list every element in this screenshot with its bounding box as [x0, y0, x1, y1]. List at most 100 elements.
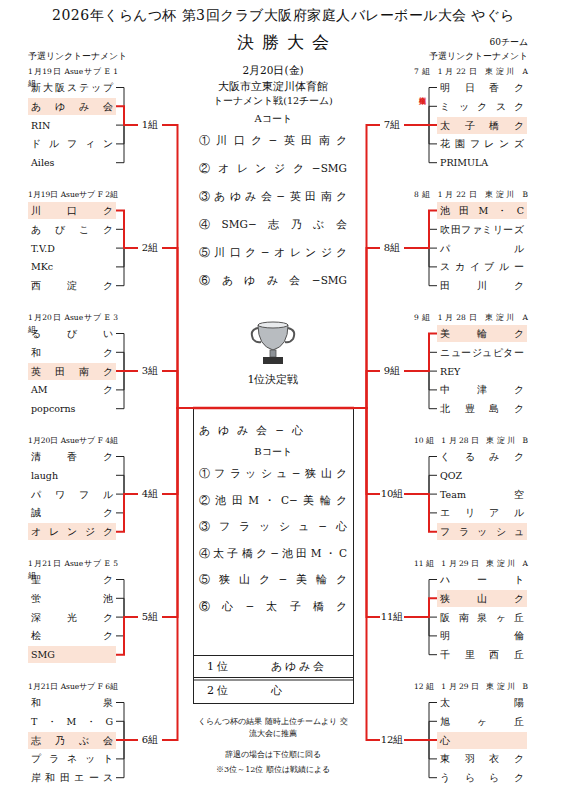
bracket-line: [404, 580, 437, 618]
rule-line: [193, 677, 354, 678]
team-cell: 桧ク: [28, 627, 116, 644]
team-cell: QOZ: [437, 467, 527, 484]
bracket-line: [116, 740, 138, 778]
group-block: 1月19日 Asueサブ E 1組新大阪ステップあゆみ会RINドルフィンAile…: [28, 66, 118, 176]
team-cell: T・M・G: [28, 713, 116, 730]
group-block: 1月21日 Asueサブ E 5組聖ク蛍池深光ク桧クSMG: [28, 558, 118, 668]
team-name: 聖ク: [28, 571, 116, 588]
bracket-line: [404, 475, 437, 494]
team-cell: REY: [437, 363, 527, 380]
team-name: スカイブルー: [437, 258, 527, 275]
group-number: 10組: [380, 487, 404, 501]
bracket-line: [116, 211, 138, 249]
team-name: 花園フレンズ: [437, 135, 527, 152]
team-cell: 心: [437, 732, 527, 749]
bracket-line: [116, 125, 138, 163]
match-text: ②オレンジク−SMG: [193, 154, 353, 182]
team-cell: フラッシュ: [437, 523, 527, 540]
team-name: AMク: [28, 381, 116, 398]
group-label: 6組: [138, 733, 162, 747]
group-label: 3組: [138, 364, 162, 378]
bracket-line: [162, 408, 193, 494]
team-cell: 池田M・C: [437, 202, 527, 219]
bracket-line: [162, 408, 193, 740]
group-label: 8組: [380, 241, 404, 255]
group-block: 7組 1月22日 東淀川 A明日香クミックスク太子橋ク花園フレンズPRIMULA: [414, 66, 528, 176]
team-name: プラネット: [28, 750, 116, 767]
bracket-line: [404, 721, 437, 740]
group-number: 11組: [380, 610, 404, 624]
team-cell: 千里西丘: [437, 646, 527, 663]
group-header: 12組 1月29日 東淀川 B: [414, 681, 528, 693]
bracket-line: [404, 371, 437, 409]
team-name: 和泉: [28, 694, 116, 711]
bracket-line: [353, 408, 380, 740]
trophy-icon: [252, 322, 294, 364]
header-text: 予選リンクトーナメント: [28, 50, 148, 62]
note-text: くらんつ杯の結果 随時上位チームより 交流大会に推薦: [196, 716, 350, 742]
group-block: 11組 1月29日 東淀川 Aハート狭山ク阪南泉ヶ丘明倫千里西丘: [414, 558, 528, 668]
team-cell: 明日香ク: [437, 79, 527, 96]
bracket-line: [116, 494, 138, 532]
group-block: 1月21日 Asueサブ F 6組和泉T・M・G志乃ぶ会プラネット岸和田エース: [28, 681, 118, 788]
group-block: 1月20日 Asueサブ E 3組るびい和ク英田南クAMクpopcorns: [28, 312, 118, 422]
bracket-line: [116, 125, 138, 144]
team-name: T・M・G: [28, 713, 116, 730]
bracket-line: [162, 408, 193, 617]
team-cell: ドルフィン: [28, 135, 116, 152]
team-cell: パワフル: [28, 486, 116, 503]
team-name: 清香ク: [28, 448, 116, 465]
team-name: 岸和田エース: [28, 769, 116, 786]
bracket-line: [116, 229, 138, 248]
team-name: SMG: [28, 646, 116, 663]
trophy-rim: [258, 322, 288, 328]
group-label: 11組: [380, 610, 404, 624]
team-name: ドルフィン: [28, 135, 116, 152]
title-text: 2026年くらんつ杯 第3回クラブ大阪府家庭人バレーボール大会 やぐら: [0, 6, 567, 24]
group-label: 10組: [380, 487, 404, 501]
match-text: ⑤川口ク−オレンジク: [193, 238, 353, 266]
bracket-line: [404, 740, 437, 778]
bracket-line: [404, 124, 437, 126]
team-cell: 阪南泉ヶ丘: [437, 609, 527, 626]
bracket-line: [404, 211, 437, 249]
team-name: 川口ク: [28, 202, 116, 219]
team-cell: Ailes: [28, 154, 116, 171]
team-cell: ニュージュピター: [437, 344, 527, 361]
bracket-line: [116, 248, 138, 249]
team-cell: PRIMULA: [437, 154, 527, 171]
bracket-line: [353, 125, 380, 408]
bracket-line: [116, 617, 138, 655]
group-label: 4組: [138, 487, 162, 501]
bracket-line: [116, 494, 138, 513]
team-cell: 美輪ク: [437, 325, 527, 342]
group-label: 9組: [380, 364, 404, 378]
team-cell: 蛍池: [28, 590, 116, 607]
team-name: Team空: [437, 486, 527, 503]
bracket-line: [404, 494, 437, 513]
team-name: オレンジク: [28, 523, 116, 540]
group-number: 7組: [380, 118, 404, 132]
bracket-line: [116, 334, 138, 372]
team-cell: 西淀ク: [28, 277, 116, 294]
bracket-line: [404, 457, 437, 495]
team-cell: SMG: [28, 646, 116, 663]
team-cell: 北豊島ク: [437, 400, 527, 417]
bracket-line: [116, 617, 138, 618]
bracket-line: [404, 88, 437, 126]
group-header: 7組 1月22日 東淀川 A: [414, 66, 528, 78]
bracket-line: [116, 598, 138, 617]
header-text: 予選リンクトーナメント: [400, 50, 528, 62]
bracket-line: [353, 371, 380, 408]
team-name: Ailes: [28, 154, 116, 171]
bracket-line: [162, 125, 193, 408]
bracket-line: [404, 371, 437, 372]
team-name: 北豊島ク: [437, 400, 527, 417]
team-name: 西淀ク: [28, 277, 116, 294]
team-cell: popcorns: [28, 400, 116, 417]
bracket-line: [404, 334, 437, 372]
heading-text: Aコート: [193, 112, 353, 126]
match-text: ③あゆみ会−英田南ク: [193, 182, 353, 210]
bracket-line: [404, 248, 437, 286]
team-cell: 明倫: [437, 627, 527, 644]
